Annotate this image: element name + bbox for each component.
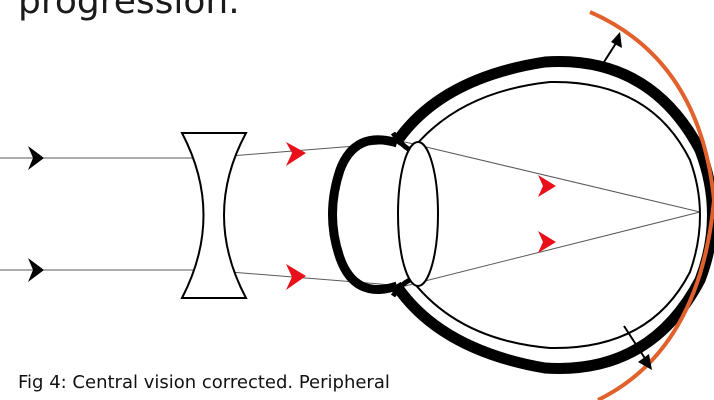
red-arrowhead-icon [286, 142, 306, 166]
red-arrowhead-icon [538, 175, 556, 197]
outward-arrow-head-lower [638, 354, 652, 370]
refracted-ray-lower [204, 269, 406, 287]
crystalline-lens [397, 141, 439, 287]
red-arrowhead-icon [286, 264, 306, 290]
black-arrowhead-icon [28, 146, 44, 170]
inner-ray-upper [404, 141, 701, 213]
heading-text: progression. [18, 0, 240, 22]
red-arrowhead-icon [538, 231, 556, 253]
iris-lower [390, 277, 412, 298]
inner-ray-lower [404, 211, 701, 287]
figure-caption: Fig 4: Central vision corrected. Periphe… [18, 372, 390, 393]
eye-cornea [328, 135, 399, 294]
eye-sclera [391, 56, 714, 374]
eye-inner-wall [407, 80, 701, 350]
concave-lens-icon [180, 132, 248, 299]
outward-arrow-icon [623, 325, 647, 361]
iris-upper [390, 131, 412, 153]
expansion-arc [589, 10, 714, 400]
black-arrowhead-icon [28, 258, 44, 282]
outward-arrow-head-upper [611, 32, 622, 48]
